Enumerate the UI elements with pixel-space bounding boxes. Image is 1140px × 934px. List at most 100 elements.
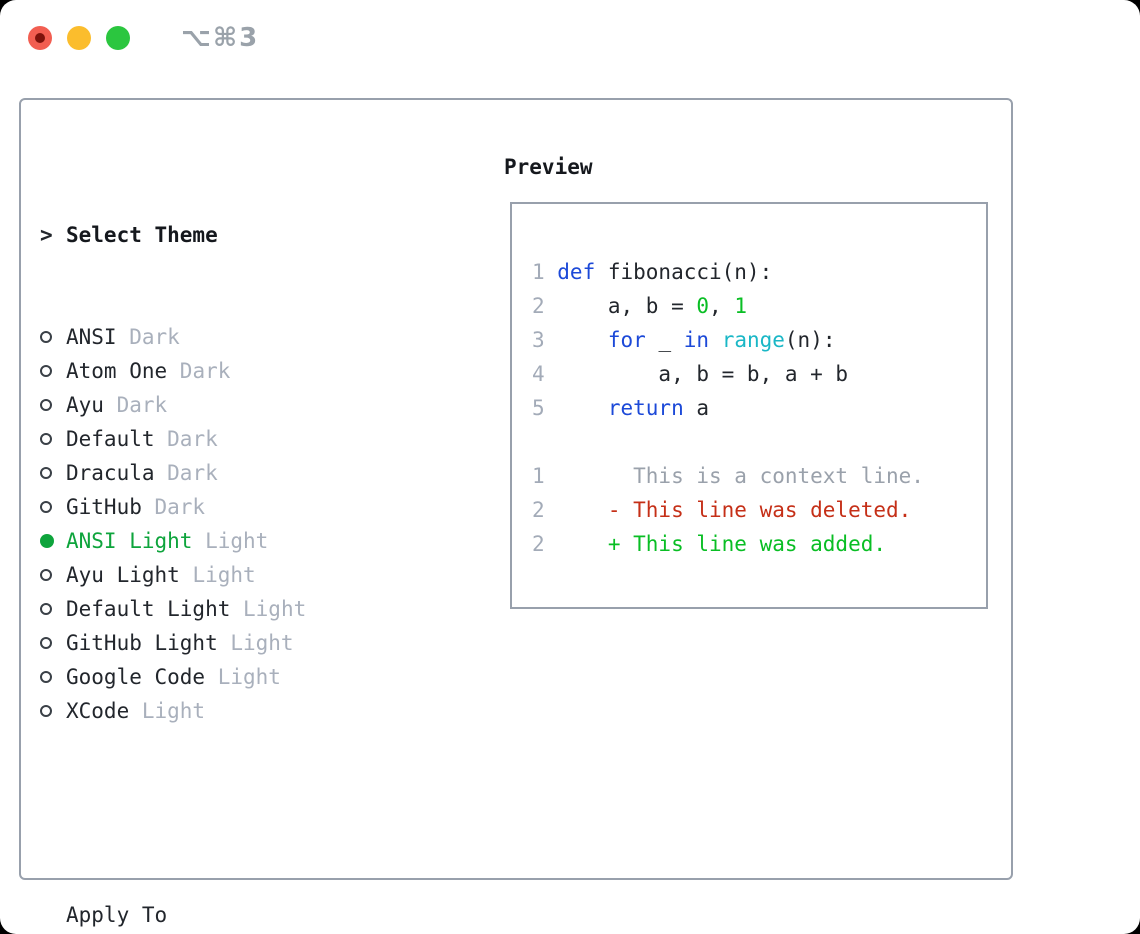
theme-option[interactable]: ANSI Light Light [40,524,394,558]
select-theme-header: > Select Theme [40,218,394,252]
radio-unselected-icon [40,671,66,683]
radio-unselected-icon [40,637,66,649]
line-number: 2 [532,532,545,556]
theme-option[interactable]: Dracula Dark [40,456,394,490]
radio-ring [40,705,52,717]
code-line: 2 - This line was deleted. [532,493,924,527]
variant-badge: Dark [167,359,231,383]
radio-ring [40,433,52,445]
radio-unselected-icon [40,501,66,513]
radio-unselected-icon [40,705,66,717]
variant-badge: Light [192,529,269,553]
spacer [40,796,394,830]
line-number: 2 [532,294,545,318]
code-token: in [683,328,710,352]
option-label: Ayu [66,393,104,417]
code-token: 0 [696,294,710,318]
code-token: (n): [784,328,836,352]
theme-option[interactable]: Default Dark [40,422,394,456]
code-token: - This line was deleted. [557,498,912,522]
variant-badge: Dark [141,495,206,519]
radio-ring [40,399,52,411]
radio-ring [40,671,52,683]
option-label: Default Light [66,597,231,621]
variant-badge: Light [230,597,307,621]
radio-unselected-icon [40,433,66,445]
select-theme-title: Select Theme [66,223,218,247]
code-token: 1 [734,294,747,318]
theme-option[interactable]: GitHub Light Light [40,626,394,660]
preview-title: Preview [504,155,593,179]
apply-to-title: Apply To [66,903,168,927]
radio-dot [40,534,54,548]
code-line: 1 This is a context line. [532,459,924,493]
radio-unselected-icon [40,603,66,615]
variant-badge: Dark [154,427,218,451]
code-line: 4 a, b = b, a + b [532,357,924,391]
radio-ring [40,501,52,513]
code-token: a, b = [557,294,697,318]
line-number: 3 [532,328,545,352]
code-token: fibonacci(n): [595,260,773,284]
option-label: GitHub Light [66,631,218,655]
code-line: 2 a, b = 0, 1 [532,289,924,323]
option-label: Dracula [66,461,155,485]
option-label: Ayu Light [66,563,180,587]
code-token [709,328,722,352]
apply-to-header: Apply To [40,898,394,932]
variant-badge: Light [205,665,281,689]
code-line [532,425,924,459]
code-token [557,328,608,352]
window-shortcut-label: ⌥⌘3 [181,23,260,53]
radio-selected-icon [40,534,66,548]
theme-option[interactable]: GitHub Dark [40,490,394,524]
theme-option[interactable]: Default Light Light [40,592,394,626]
option-label: XCode [66,699,130,723]
code-token: + This line was added. [557,532,887,556]
minimize-button[interactable] [67,26,91,50]
line-number: 1 [532,464,545,488]
zoom-button[interactable] [106,26,130,50]
code-token [557,396,608,420]
radio-unselected-icon [40,399,66,411]
code-line: 1 def fibonacci(n): [532,255,924,289]
code-token: range [721,328,785,352]
code-token: def [557,260,596,284]
variant-badge: Light [217,631,294,655]
prompt-icon: > [40,223,53,247]
radio-ring [40,569,52,581]
code-token: a [683,396,710,420]
code-line: 2 + This line was added. [532,527,924,561]
line-number: 5 [532,396,545,420]
theme-option[interactable]: Ayu Light Light [40,558,394,592]
option-label: Atom One [66,359,168,383]
variant-badge: Dark [103,393,168,417]
code-line: 3 for _ in range(n): [532,323,924,357]
option-label: ANSI Light [66,529,193,553]
option-label: Default [66,427,155,451]
theme-option[interactable]: ANSI Dark [40,320,394,354]
line-number: 4 [532,362,545,386]
radio-ring [40,467,52,479]
code-token: return [607,396,684,420]
radio-unselected-icon [40,365,66,377]
radio-ring [40,637,52,649]
theme-option[interactable]: XCode Light [40,694,394,728]
code-token: a, b = b, a + b [557,362,849,386]
variant-badge: Dark [116,325,180,349]
theme-option[interactable]: Atom One Dark [40,354,394,388]
line-number: 1 [532,260,545,284]
theme-option[interactable]: Ayu Dark [40,388,394,422]
code-token: _ [645,328,684,352]
titlebar: ⌥⌘3 [0,0,1140,76]
close-button[interactable] [28,26,52,50]
radio-unselected-icon [40,569,66,581]
option-label: ANSI [66,325,117,349]
theme-option[interactable]: Google Code Light [40,660,394,694]
